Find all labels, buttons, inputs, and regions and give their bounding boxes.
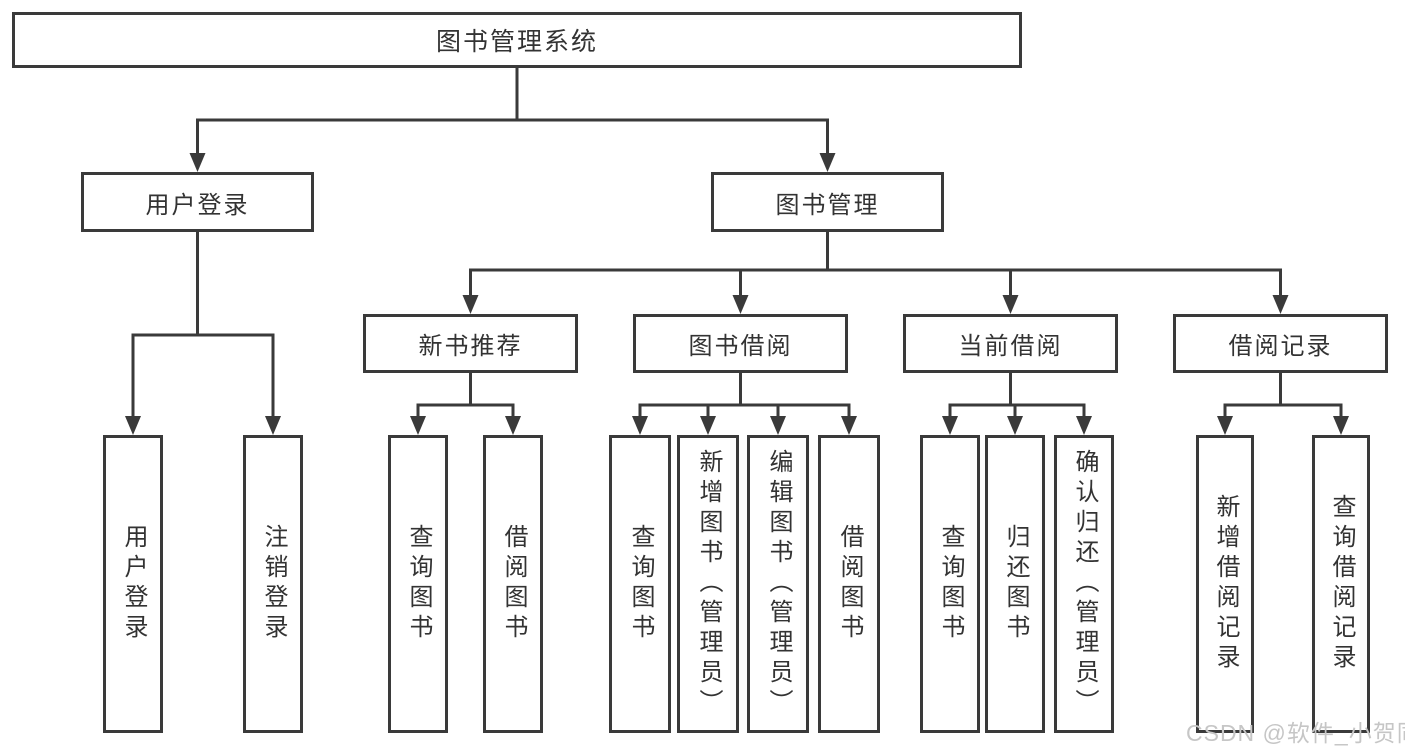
arrow-icon <box>1002 295 1019 314</box>
node-current-borrowing: 当前借阅 <box>903 314 1118 373</box>
leaf-logout: 注销登录 <box>243 435 303 733</box>
node-label: 用户登录 <box>120 524 147 644</box>
leaf-query-borrow-record: 查询借阅记录 <box>1312 435 1370 733</box>
leaf-query-books-recommend: 查询图书 <box>388 435 448 733</box>
arrow-icon <box>732 295 749 314</box>
node-label: 图书管理 <box>775 191 880 219</box>
leaf-query-books-current: 查询图书 <box>920 435 980 733</box>
arrow-icon <box>632 416 648 435</box>
arrow-icon <box>125 416 141 435</box>
arrow-icon <box>1272 295 1289 314</box>
node-user-login: 用户登录 <box>81 172 314 232</box>
node-label: 查询图书 <box>937 524 964 644</box>
leaf-edit-books-admin: 编辑图书（管理员） <box>747 435 809 733</box>
arrow-icon <box>1076 416 1092 435</box>
leaf-confirm-return-admin: 确认归还（管理员） <box>1054 435 1114 733</box>
node-label: 新增图书（管理员） <box>695 449 722 719</box>
node-label: 归还图书 <box>1002 524 1029 644</box>
leaf-query-books-borrowing: 查询图书 <box>609 435 671 733</box>
node-library-management-system: 图书管理系统 <box>12 12 1022 68</box>
node-label: 借阅记录 <box>1228 333 1333 360</box>
leaf-add-borrow-record: 新增借阅记录 <box>1196 435 1254 733</box>
arrow-icon <box>770 416 786 435</box>
arrow-icon <box>942 416 958 435</box>
node-label: 查询图书 <box>405 524 432 644</box>
arrow-icon <box>1007 416 1023 435</box>
node-label: 查询图书 <box>627 524 654 644</box>
node-label: 编辑图书（管理员） <box>765 449 792 719</box>
node-label: 借阅图书 <box>500 524 527 644</box>
leaf-user-login: 用户登录 <box>103 435 163 733</box>
arrow-icon <box>1217 416 1233 435</box>
arrow-icon <box>1333 416 1349 435</box>
leaf-borrow-books: 借阅图书 <box>818 435 880 733</box>
node-borrowing-records: 借阅记录 <box>1173 314 1388 373</box>
arrow-icon <box>410 416 426 435</box>
leaf-borrow-books-recommend: 借阅图书 <box>483 435 543 733</box>
node-label: 图书管理系统 <box>435 28 598 56</box>
node-book-management: 图书管理 <box>711 172 944 232</box>
node-label: 注销登录 <box>260 524 287 644</box>
node-label: 用户登录 <box>145 191 250 219</box>
node-label: 新增借阅记录 <box>1212 494 1239 674</box>
arrow-icon <box>841 416 857 435</box>
node-label: 借阅图书 <box>836 524 863 644</box>
leaf-return-books: 归还图书 <box>985 435 1045 733</box>
arrow-icon <box>265 416 281 435</box>
node-new-book-recommendation: 新书推荐 <box>363 314 578 373</box>
node-label: 图书借阅 <box>688 333 793 360</box>
node-label: 确认归还（管理员） <box>1071 449 1098 719</box>
arrow-icon <box>700 416 716 435</box>
node-label: 当前借阅 <box>958 333 1063 360</box>
arrow-icon <box>189 153 206 172</box>
node-label: 查询借阅记录 <box>1328 494 1355 674</box>
arrow-icon <box>505 416 521 435</box>
csdn-watermark: CSDN @软件_小贺同学 <box>1186 720 1405 746</box>
node-label: 新书推荐 <box>418 333 523 360</box>
arrow-icon <box>819 153 836 172</box>
node-book-borrowing: 图书借阅 <box>633 314 848 373</box>
arrow-icon <box>462 295 479 314</box>
leaf-add-books-admin: 新增图书（管理员） <box>677 435 739 733</box>
